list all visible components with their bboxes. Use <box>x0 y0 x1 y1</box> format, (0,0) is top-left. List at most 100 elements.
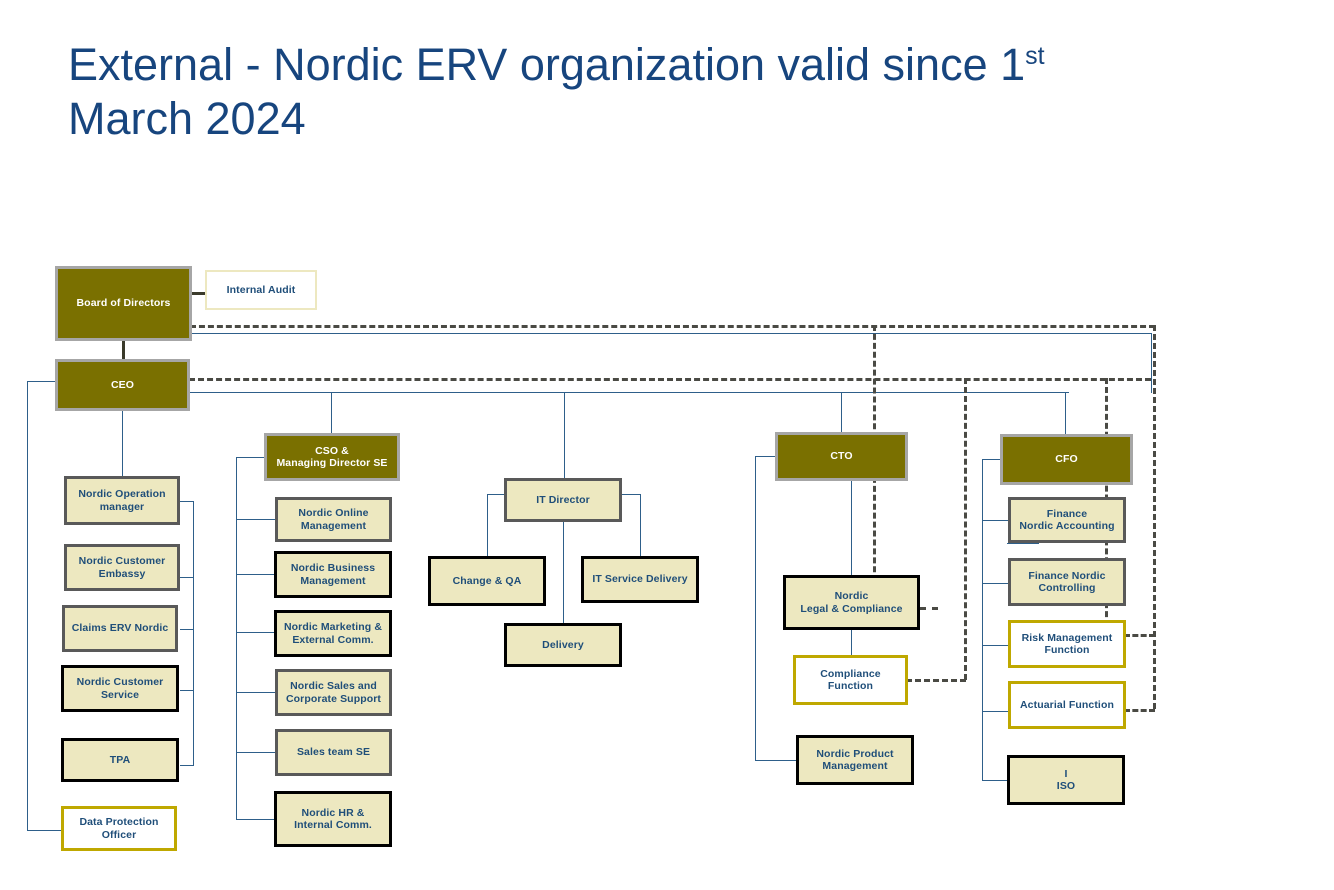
connector-nordicop-to-claims <box>180 629 194 631</box>
connector-itdir-left-vert <box>487 494 489 556</box>
node-label: CEO <box>110 378 135 391</box>
connector-cto-left-vert <box>755 456 757 760</box>
node-tpa[interactable]: TPA <box>61 738 179 782</box>
dashed-ceo-to-compliance <box>906 679 966 682</box>
node-internal-audit[interactable]: Internal Audit <box>205 270 317 310</box>
node-label: Claims ERV Nordic <box>71 622 169 635</box>
connector-cfo-to-finctrl <box>982 583 1009 585</box>
connector-nordicop-to-custservice <box>180 690 194 692</box>
connector-cfo-to-actuarial <box>982 711 1009 713</box>
node-board-of-directors[interactable]: Board of Directors <box>55 266 192 341</box>
node-actuarial-function[interactable]: Actuarial Function <box>1008 681 1126 729</box>
connector-ceo-bus <box>189 392 1069 394</box>
connector-itdir-to-delivery <box>563 522 565 623</box>
connector-itdir-right-vert <box>640 494 642 556</box>
node-label: Nordic Marketing &External Comm. <box>283 621 383 646</box>
node-it-service-delivery[interactable]: IT Service Delivery <box>581 556 699 603</box>
page-title-main: External - Nordic ERV organization valid… <box>68 39 1026 90</box>
connector-cso-to-marketing <box>236 632 276 634</box>
node-label: CTO <box>830 450 853 463</box>
dashed-ceo-bus <box>189 378 1151 381</box>
node-nordic-hr-internal-comm[interactable]: Nordic HR &Internal Comm. <box>274 791 392 847</box>
node-nordic-marketing-external-comm[interactable]: Nordic Marketing &External Comm. <box>274 610 392 657</box>
node-label: CFO <box>1055 453 1078 466</box>
node-label: Nordic HR &Internal Comm. <box>294 806 372 832</box>
connector-ceo-to-cfo <box>1065 392 1067 434</box>
connector-ceo-to-dpo <box>27 830 61 832</box>
connector-cfo-to-risk <box>982 645 1009 647</box>
dashed-ceo-to-risk <box>1124 634 1155 637</box>
connector-cso-to-online <box>236 519 276 521</box>
connector-ceo-to-itdirector <box>564 392 566 478</box>
node-cso-managing-director-se[interactable]: CSO &Managing Director SE <box>264 433 400 481</box>
connector-legal-to-compliance <box>851 630 853 655</box>
page-title: External - Nordic ERV organization valid… <box>68 38 1308 146</box>
connector-cso-to-business <box>236 574 276 576</box>
node-label: Board of Directors <box>76 297 171 310</box>
page-title-superscript: st <box>1025 42 1045 70</box>
connector-board-to-internal-audit <box>192 292 206 295</box>
connector-cso-stub <box>236 457 266 459</box>
connector-cso-vert <box>236 457 238 820</box>
node-cfo[interactable]: CFO <box>1000 434 1133 485</box>
connector-nordicop-stub <box>180 501 194 503</box>
connector-cso-to-salescorp <box>236 692 276 694</box>
node-it-director[interactable]: IT Director <box>504 478 622 522</box>
connector-board-bus-right-drop <box>1151 333 1153 393</box>
page-title-line2: March 2024 <box>68 93 306 144</box>
connector-itdir-left-stub <box>487 494 505 496</box>
connector-cso-to-hr <box>236 819 276 821</box>
node-label: Delivery <box>542 638 584 651</box>
connector-board-to-ceo <box>122 340 125 360</box>
dashed-board-to-legal <box>920 607 938 610</box>
connector-ceo-to-cto <box>841 392 843 432</box>
dashed-board-to-actuarial <box>1124 709 1155 712</box>
connector-cfo-stub <box>982 459 1007 461</box>
node-claims-erv-nordic[interactable]: Claims ERV Nordic <box>62 605 178 652</box>
node-delivery[interactable]: Delivery <box>504 623 622 667</box>
dashed-board-bus <box>190 325 1155 328</box>
node-change-qa[interactable]: Change & QA <box>428 556 546 606</box>
connector-cfo-to-finacct <box>982 520 1009 522</box>
node-ceo[interactable]: CEO <box>55 359 190 411</box>
connector-nordicop-vert <box>193 501 195 765</box>
connector-itdir-right-stub <box>622 494 641 496</box>
node-cto[interactable]: CTO <box>775 432 908 481</box>
node-label: Internal Audit <box>226 283 296 296</box>
connector-cfo-to-iso <box>982 780 1009 782</box>
node-label: TPA <box>109 753 131 766</box>
connector-nordicop-to-embassy <box>180 577 194 579</box>
connector-ceo-left-stub <box>27 381 56 383</box>
connector-cfo-vert <box>982 459 984 780</box>
node-sales-team-se[interactable]: Sales team SE <box>275 729 392 776</box>
dashed-ceo-to-compliance-vert <box>964 378 967 680</box>
connector-cto-to-productmgmt <box>755 760 797 762</box>
